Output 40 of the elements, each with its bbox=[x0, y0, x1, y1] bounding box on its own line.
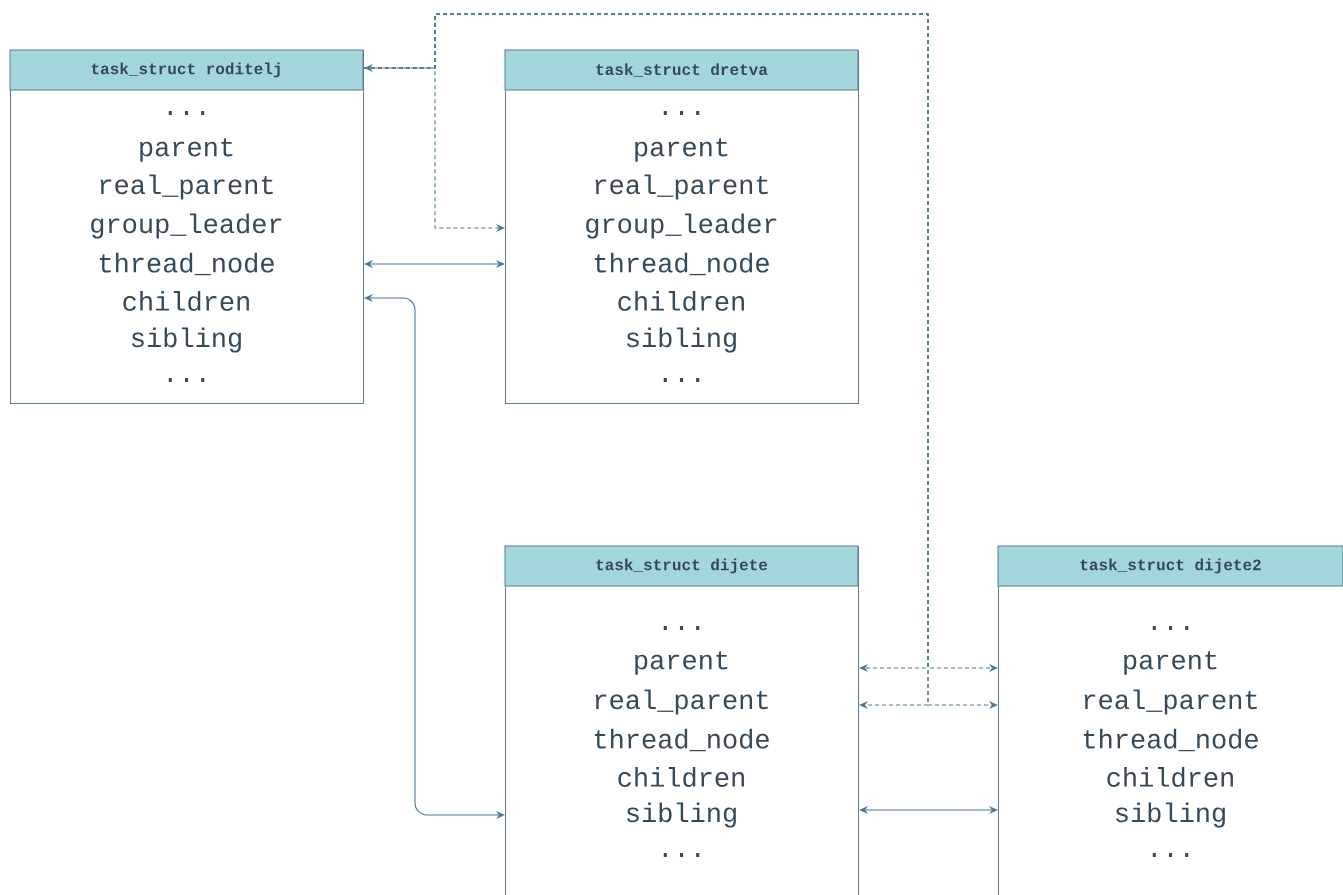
struct-box bbox=[504, 545, 859, 895]
connector-arrow bbox=[364, 259, 505, 269]
header-label: task_struct dijete bbox=[596, 558, 768, 574]
field-label: children bbox=[618, 767, 744, 787]
field-label: ... bbox=[663, 378, 700, 382]
field-label: ... bbox=[663, 111, 700, 115]
field-label: children bbox=[123, 291, 249, 311]
field-label: ... bbox=[1152, 853, 1189, 857]
field-label: real_parent bbox=[595, 174, 768, 200]
field-label: children bbox=[618, 291, 744, 311]
field-label: ... bbox=[1152, 626, 1189, 630]
field-label: real_parent bbox=[1084, 689, 1257, 715]
header-label: task_struct dijete2 bbox=[1080, 558, 1261, 574]
field-label: real_parent bbox=[595, 689, 768, 715]
field-label: sibling bbox=[132, 327, 241, 353]
header-label: task_struct roditelj bbox=[91, 62, 280, 78]
field-label: group_leader bbox=[91, 213, 282, 239]
field-label: ... bbox=[168, 378, 205, 382]
field-label: sibling bbox=[1116, 802, 1225, 828]
field-label: ... bbox=[663, 853, 700, 857]
field-label: thread_node bbox=[99, 252, 274, 276]
field-label: children bbox=[1107, 767, 1233, 787]
field-label: parent bbox=[635, 651, 728, 675]
field-label: parent bbox=[140, 138, 233, 162]
field-label: ... bbox=[168, 111, 205, 115]
field-label: sibling bbox=[627, 802, 736, 828]
field-label: thread_node bbox=[594, 252, 769, 276]
field-label: parent bbox=[1124, 651, 1217, 675]
struct-box bbox=[9, 49, 364, 404]
field-label: real_parent bbox=[100, 174, 273, 200]
struct-box bbox=[504, 49, 859, 404]
field-label: ... bbox=[663, 626, 700, 630]
field-label: group_leader bbox=[586, 213, 777, 239]
connector-arrow bbox=[859, 805, 998, 815]
field-label: parent bbox=[635, 138, 728, 162]
field-label: sibling bbox=[627, 327, 736, 353]
struct-box bbox=[997, 545, 1343, 895]
field-label: thread_node bbox=[594, 728, 769, 752]
header-label: task_struct dretva bbox=[596, 63, 768, 77]
field-label: thread_node bbox=[1083, 728, 1258, 752]
